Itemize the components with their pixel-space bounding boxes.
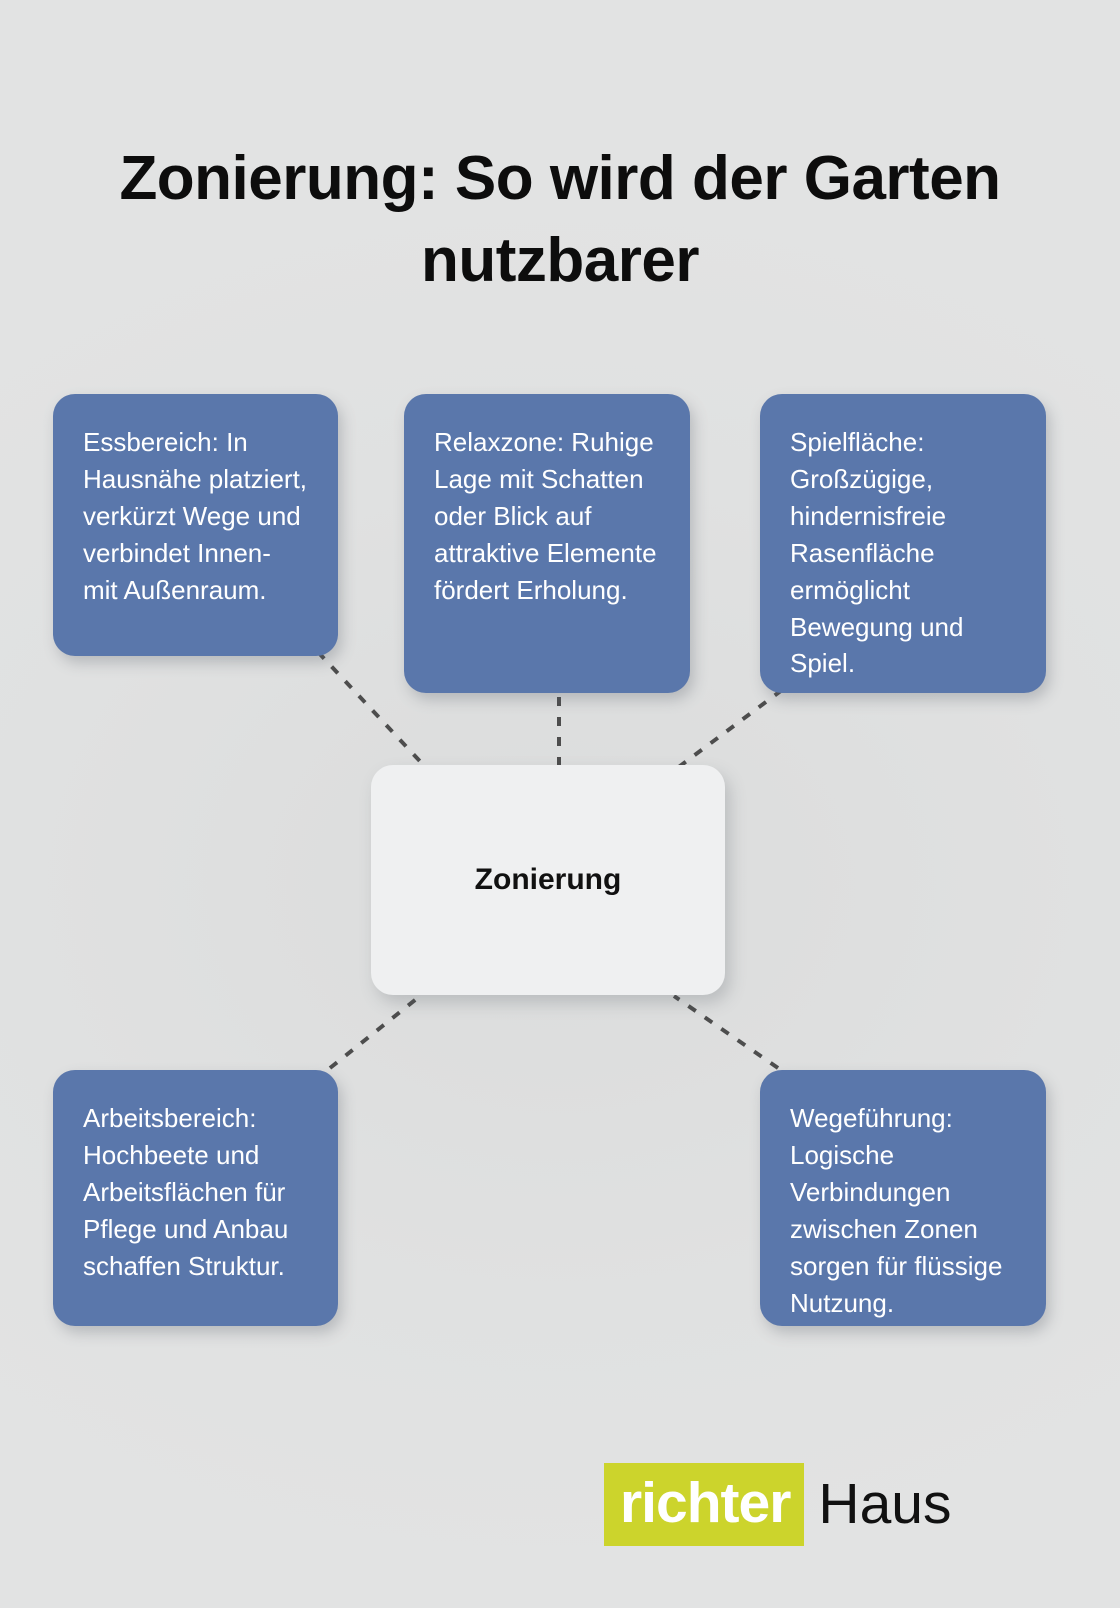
page-title: Zonierung: So wird der Garten nutzbarer [119,143,1001,295]
node-relaxzone[interactable]: Relaxzone: Ruhige Lage mit Schatten oder… [404,394,690,693]
node-spielflaeche-text: Spielfläche: Großzügige, hindernisfreie … [790,427,964,679]
node-essbereich-text: Essbereich: In Hausnähe platziert, verkü… [83,427,308,605]
node-arbeitsbereich-text: Arbeitsbereich: Hochbeete und Arbeitsflä… [83,1103,289,1281]
node-arbeitsbereich[interactable]: Arbeitsbereich: Hochbeete und Arbeitsflä… [53,1070,338,1326]
connector-spielflaeche [670,688,784,774]
connector-arbeitsbereich [328,994,422,1070]
center-node[interactable]: Zonierung [371,765,725,995]
node-spielflaeche[interactable]: Spielfläche: Großzügige, hindernisfreie … [760,394,1046,693]
connector-wegefuehrung [672,994,780,1070]
logo-word-haus: Haus [818,1472,952,1536]
center-node-label: Zonierung [474,863,622,896]
brand-logo[interactable]: richter Haus [604,1463,951,1546]
node-wegefuehrung-text: Wegeführung: Logische Verbindungen zwisc… [790,1103,1003,1318]
logo-mark-richter: richter [604,1463,805,1546]
node-essbereich[interactable]: Essbereich: In Hausnähe platziert, verkü… [53,394,338,656]
node-wegefuehrung[interactable]: Wegeführung: Logische Verbindungen zwisc… [760,1070,1046,1326]
node-relaxzone-text: Relaxzone: Ruhige Lage mit Schatten oder… [434,427,657,605]
